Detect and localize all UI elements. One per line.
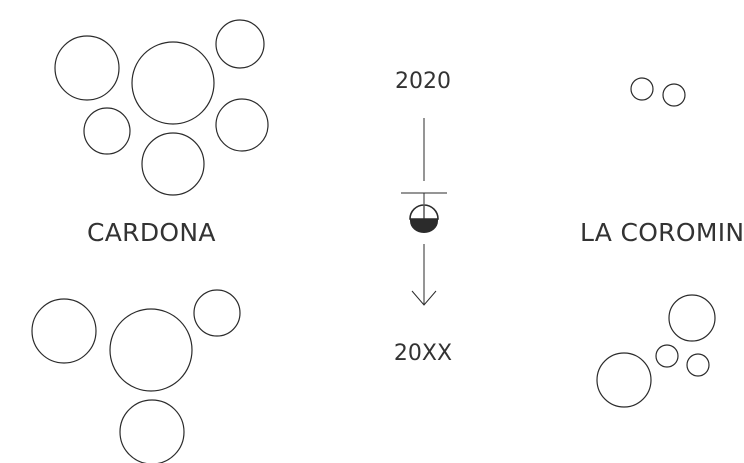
bubble [662,83,686,107]
bubble [686,353,710,377]
bubble [109,308,193,392]
bubble [193,289,241,337]
bubble [215,98,269,152]
year-label-start: 2020 [395,69,451,94]
year-label-end: 20XX [394,341,452,366]
bubble [668,294,716,342]
la-coromina-cluster-20xx [596,294,716,408]
bubble [215,19,265,69]
bubble [119,399,185,463]
bubble [54,35,120,101]
bubble [131,41,215,125]
la-coromina-cluster-2020 [630,77,686,107]
cable-car-gondola-icon [409,193,439,233]
bubble [31,298,97,364]
bubble [83,107,131,155]
bubble [596,352,652,408]
place-label-la-coromina: LA COROMINA [580,218,744,247]
bubble [630,77,654,101]
place-label-cardona: CARDONA [87,218,216,247]
arrow-down-icon [411,290,437,306]
bubble [655,344,679,368]
cardona-cluster-20xx [31,289,241,463]
cardona-cluster-2020 [54,19,269,196]
bubble [141,132,205,196]
